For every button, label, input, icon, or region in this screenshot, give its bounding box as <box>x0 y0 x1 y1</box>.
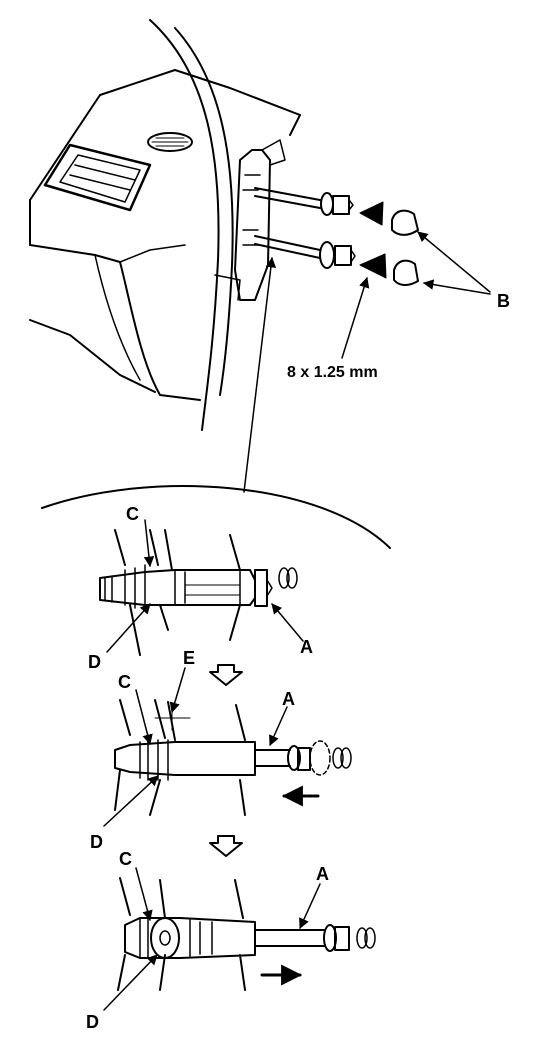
detail-step-3 <box>117 877 376 991</box>
label-b: B <box>497 291 510 311</box>
label-a-step1: A <box>300 637 313 657</box>
label-a-step2: A <box>282 689 295 709</box>
detail-boundary-arc <box>41 485 391 549</box>
label-d-step1: D <box>88 652 101 672</box>
dashboard-illustration <box>29 19 301 431</box>
label-d-step3: D <box>86 1012 99 1032</box>
step-arrow-2 <box>209 835 243 857</box>
step-arrow-1 <box>209 664 243 686</box>
label-d-step2: D <box>90 832 103 852</box>
detail-step-1 <box>99 529 298 656</box>
label-c-step2: C <box>118 672 131 692</box>
detail-step-2 <box>114 699 352 816</box>
install-direction-arrow-lower <box>359 253 387 279</box>
label-c-step3: C <box>119 849 132 869</box>
label-c-step1: C <box>126 504 139 524</box>
bolt-size-spec: 8 x 1.25 mm <box>287 364 378 381</box>
lower-stopper-bolt <box>254 235 356 269</box>
label-a-step3: A <box>316 864 329 884</box>
cap-b-upper <box>391 209 419 236</box>
label-e: E <box>183 648 195 668</box>
upper-stopper-bolt <box>254 187 354 216</box>
cap-b-lower <box>393 259 419 286</box>
install-direction-arrow-upper <box>359 201 384 226</box>
